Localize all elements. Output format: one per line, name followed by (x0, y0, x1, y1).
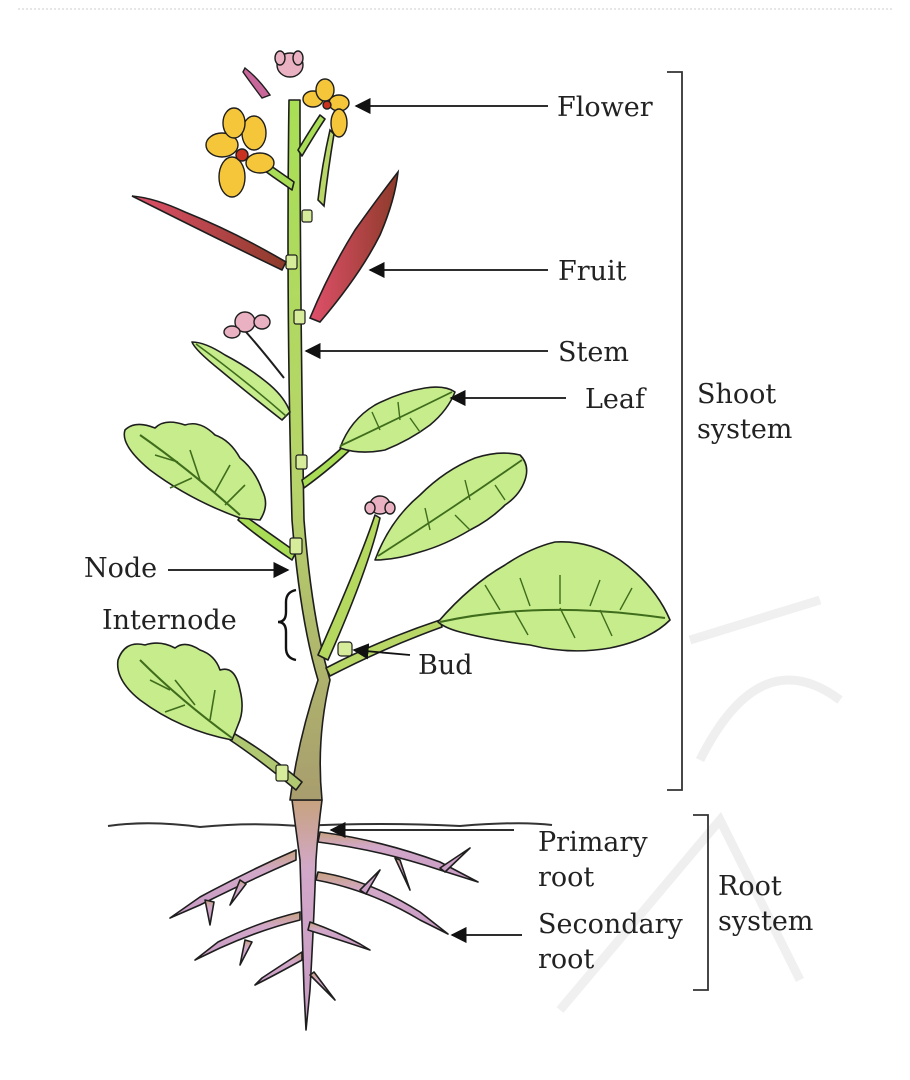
flowers (205, 50, 396, 515)
label-secondary-root: Secondary root (538, 909, 683, 975)
label-stem: Stem (558, 337, 629, 368)
secondary-root-left-bottom (254, 951, 303, 986)
ncert-watermark (556, 595, 843, 1013)
secondary-root-right-upper (317, 831, 479, 883)
flower-buds-middle (223, 311, 285, 379)
label-fruit: Fruit (558, 256, 627, 287)
bud-at-node (337, 641, 353, 657)
secondary-root-right-mid (307, 921, 371, 951)
secondary-root-left-lower (194, 911, 301, 961)
arrow-bud (352, 643, 411, 660)
flower-bud-right (364, 495, 396, 515)
leaf-middle-left (123, 421, 267, 521)
internode-brace (277, 588, 297, 662)
flower-yellow-left (205, 107, 275, 198)
pointer-arrows (168, 97, 566, 944)
leaf-right-large (437, 541, 671, 652)
label-root-system: Root system (718, 871, 814, 937)
root-system-bracket (693, 814, 709, 991)
secondary-root-right-lower (315, 871, 449, 935)
label-flower: Flower (557, 92, 653, 123)
flower-buds-top (242, 50, 304, 99)
leaf-labelled (339, 386, 456, 453)
fruit-right (308, 169, 400, 323)
label-node: Node (84, 553, 158, 584)
leaf-upper-left (191, 341, 291, 421)
top-dotted-border (18, 8, 892, 10)
label-primary-root: Primary root (538, 827, 648, 893)
fruit-upper-thin (317, 128, 335, 208)
label-bud: Bud (418, 650, 473, 681)
stem-nodes (275, 209, 353, 782)
label-shoot-system: Shoot system (697, 379, 793, 445)
main-stem-drawing (229, 99, 443, 801)
label-leaf: Leaf (585, 384, 645, 415)
root-system-drawing (169, 799, 479, 1031)
leaf-lower-left (116, 642, 243, 741)
primary-root (291, 799, 323, 1031)
shoot-system-bracket (667, 71, 683, 791)
ground-line (107, 822, 553, 829)
label-internode: Internode (102, 605, 237, 636)
fruits (131, 128, 400, 323)
secondary-root-left-upper (169, 849, 297, 919)
fruit-left (131, 195, 288, 272)
flower-yellow-right (302, 78, 350, 138)
